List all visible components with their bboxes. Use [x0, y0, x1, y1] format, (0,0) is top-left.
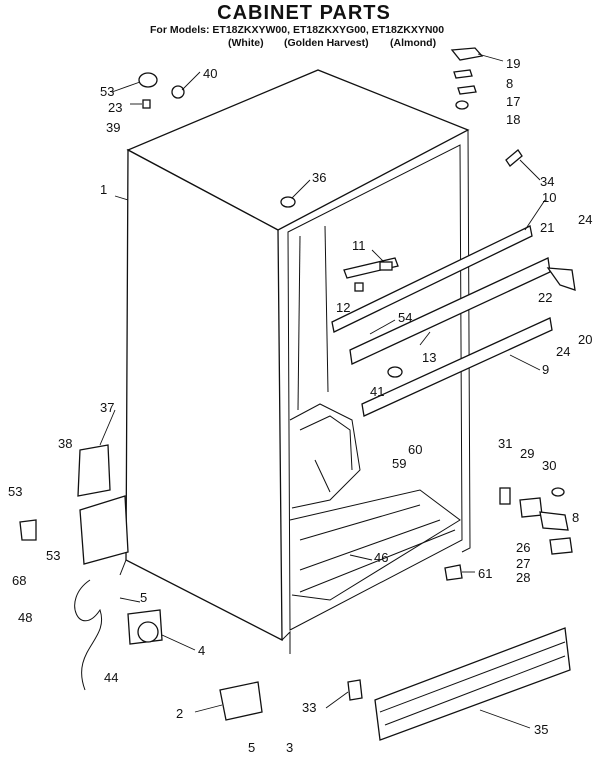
leader-lines — [99, 53, 546, 729]
callout-20: 20 — [578, 332, 592, 347]
callout-38: 38 — [58, 436, 72, 451]
callout-36: 36 — [312, 170, 326, 185]
callout-3: 3 — [286, 740, 293, 755]
callout-53c: 53 — [46, 548, 60, 563]
callout-22: 22 — [538, 290, 552, 305]
callout-24: 24 — [578, 212, 592, 227]
callout-60: 60 — [408, 442, 422, 457]
diagram-title: CABINET PARTS — [217, 2, 391, 24]
small-parts — [19, 47, 576, 741]
callout-4: 4 — [198, 643, 205, 658]
callout-33: 33 — [302, 700, 316, 715]
callout-61: 61 — [478, 566, 492, 581]
color-white: (White) — [228, 37, 264, 49]
callout-39: 39 — [106, 120, 120, 135]
callout-53b: 53 — [8, 484, 22, 499]
callout-35: 35 — [534, 722, 548, 737]
callout-19: 19 — [506, 56, 520, 71]
callout-5: 5 — [140, 590, 147, 605]
callout-12: 12 — [336, 300, 350, 315]
callout-1: 1 — [100, 182, 107, 197]
callout-53: 53 — [100, 84, 114, 99]
callout-59: 59 — [392, 456, 406, 471]
callout-29: 29 — [520, 446, 534, 461]
color-golden-harvest: (Golden Harvest) — [284, 37, 369, 49]
callout-labels: 53 23 39 40 19 8 17 18 36 34 10 1 11 21 … — [8, 56, 592, 755]
callout-46: 46 — [374, 550, 388, 565]
callout-31: 31 — [498, 436, 512, 451]
callout-5b: 5 — [248, 740, 255, 755]
callout-54: 54 — [398, 310, 412, 325]
callout-48: 48 — [18, 610, 32, 625]
color-almond: (Almond) — [390, 37, 437, 49]
callout-10: 10 — [542, 190, 556, 205]
models-line: For Models: ET18ZKXYW00, ET18ZKXYG00, ET… — [150, 24, 445, 36]
rails — [331, 225, 553, 417]
callout-44: 44 — [104, 670, 118, 685]
callout-13: 13 — [422, 350, 436, 365]
callout-8b: 8 — [572, 510, 579, 525]
callout-34: 34 — [540, 174, 554, 189]
callout-11: 11 — [352, 238, 366, 253]
callout-8: 8 — [506, 76, 513, 91]
callout-27: 27 — [516, 556, 530, 571]
callout-28: 28 — [516, 570, 530, 585]
callout-30: 30 — [542, 458, 556, 473]
callout-41: 41 — [370, 384, 384, 399]
callout-40: 40 — [203, 66, 217, 81]
callout-21: 21 — [540, 220, 554, 235]
cabinet — [119, 69, 471, 654]
callout-18: 18 — [506, 112, 520, 127]
callout-9: 9 — [542, 362, 549, 377]
callout-24b: 24 — [556, 344, 570, 359]
callout-17: 17 — [506, 94, 520, 109]
callout-2: 2 — [176, 706, 183, 721]
callout-23: 23 — [108, 100, 122, 115]
callout-68: 68 — [12, 573, 26, 588]
callout-26: 26 — [516, 540, 530, 555]
callout-37: 37 — [100, 400, 114, 415]
